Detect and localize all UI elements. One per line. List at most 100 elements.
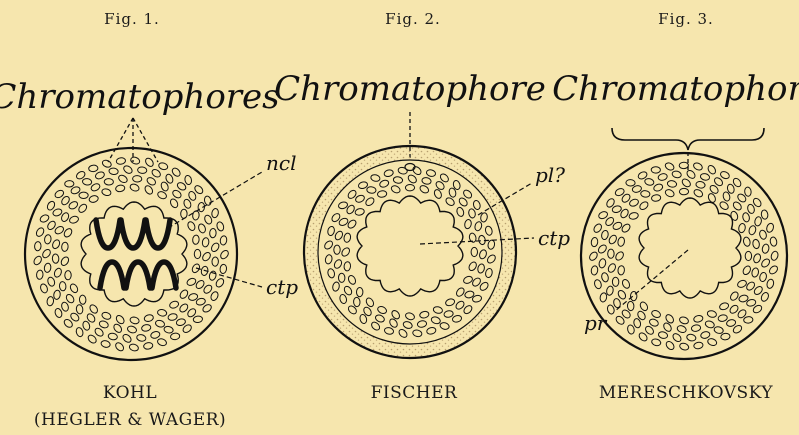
- granule: [108, 332, 118, 340]
- granule: [745, 251, 751, 260]
- granule: [186, 277, 197, 287]
- granule: [98, 320, 109, 329]
- granule: [60, 256, 70, 267]
- granule: [633, 318, 642, 329]
- granule: [157, 190, 168, 200]
- granule: [53, 267, 63, 278]
- granule: [79, 295, 86, 305]
- granule: [52, 208, 63, 217]
- granule: [143, 342, 153, 350]
- fig-2-inner-membrane: [318, 160, 502, 344]
- granule: [627, 301, 634, 311]
- granule: [685, 169, 696, 180]
- granule: [743, 236, 752, 247]
- granule: [181, 209, 188, 218]
- granule: [638, 200, 649, 211]
- granule: [54, 308, 63, 319]
- granule: [61, 242, 68, 252]
- granule: [679, 316, 690, 325]
- granule: [718, 314, 728, 322]
- granule: [657, 173, 668, 182]
- granule: [208, 270, 217, 281]
- granule: [186, 221, 196, 232]
- granule: [201, 251, 212, 262]
- granule: [202, 237, 210, 247]
- granule: [628, 198, 639, 208]
- granule: [726, 319, 737, 328]
- granule: [744, 187, 751, 197]
- granule: [68, 200, 79, 210]
- granule: [679, 162, 688, 169]
- granule: [163, 326, 173, 334]
- granule: [611, 205, 622, 214]
- granule: [122, 164, 133, 175]
- granule: [34, 241, 41, 251]
- granule: [658, 331, 668, 339]
- granule: [700, 331, 711, 340]
- granule: [88, 195, 99, 204]
- granule: [621, 278, 631, 289]
- granule: [617, 289, 627, 300]
- granule: [759, 272, 768, 283]
- granule: [719, 200, 730, 211]
- granule: [752, 239, 760, 249]
- granule: [144, 157, 155, 168]
- fig-2-label-ctp: ctp: [538, 226, 570, 250]
- granule: [742, 265, 752, 276]
- granule: [598, 210, 609, 220]
- granule: [169, 300, 180, 309]
- granule: [158, 162, 169, 171]
- granule: [644, 325, 655, 336]
- granule: [766, 278, 775, 289]
- granule: [651, 338, 662, 347]
- granule: [41, 248, 52, 259]
- granule: [707, 310, 717, 318]
- granule: [681, 177, 692, 188]
- granule: [707, 337, 718, 346]
- granule: [599, 292, 607, 302]
- granule: [693, 342, 703, 350]
- granule: [203, 195, 212, 206]
- granule: [143, 314, 154, 323]
- granule: [761, 210, 769, 220]
- granule: [753, 253, 762, 264]
- granule: [648, 318, 659, 328]
- granule: [179, 289, 190, 300]
- granule: [671, 170, 681, 178]
- granule: [137, 167, 147, 174]
- granule: [44, 263, 52, 273]
- granule: [132, 175, 142, 182]
- granule: [664, 188, 675, 198]
- figure-2: Fig. 2. Chromatophore pl? ctp FISCHER: [274, 10, 570, 403]
- fig-3-title: Fig. 3.: [658, 10, 714, 28]
- granule: [192, 235, 199, 245]
- granule: [127, 325, 138, 334]
- granule: [592, 223, 603, 234]
- granule: [183, 198, 192, 209]
- granule: [115, 314, 126, 325]
- granule: [114, 341, 125, 352]
- granule: [665, 340, 676, 351]
- fig-1-heading-pointers: [108, 118, 158, 162]
- granule: [178, 302, 189, 313]
- granule: [44, 234, 52, 244]
- granule: [751, 267, 759, 277]
- granule: [79, 192, 88, 198]
- granule: [671, 332, 682, 343]
- granule: [713, 326, 724, 335]
- granule: [686, 333, 696, 341]
- granule: [651, 309, 662, 319]
- granule: [742, 212, 750, 222]
- granule: [171, 167, 182, 178]
- granule: [193, 316, 203, 323]
- granule: [75, 327, 84, 338]
- fig-2-label-pl: pl?: [535, 163, 565, 187]
- granule: [644, 178, 654, 186]
- figure-3: Fig. 3. Chromatophore pr MERESCHKOVSKY: [552, 10, 799, 403]
- granule: [593, 279, 602, 290]
- granule: [63, 227, 74, 238]
- granule: [639, 301, 649, 312]
- granule: [618, 265, 625, 275]
- fig-1-label-ncl: ncl: [266, 151, 296, 175]
